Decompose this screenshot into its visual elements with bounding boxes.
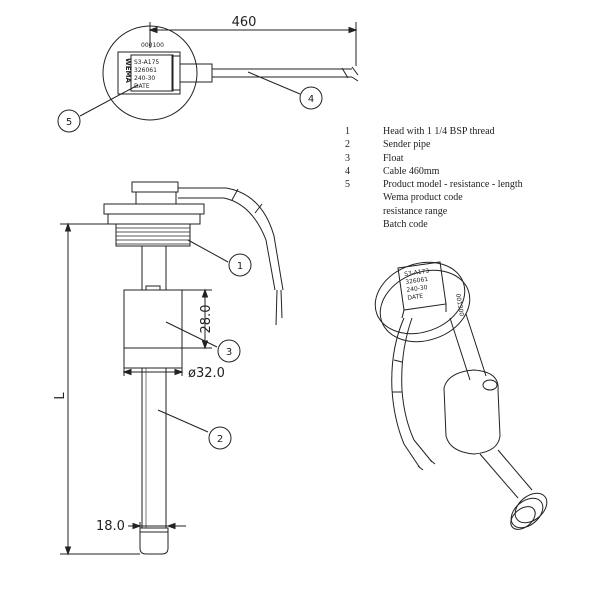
dim-cable-length: 460 [232, 15, 257, 30]
dim-float-height: 28.0 [199, 305, 214, 334]
dim-float-diameter: ø32.0 [188, 366, 225, 381]
float [123, 289, 183, 369]
iso-model-text: S3-A173 [404, 268, 430, 278]
callout-1-text: 1 [237, 261, 243, 272]
legend-num [345, 205, 383, 218]
legend-text: Sender pipe [383, 139, 431, 151]
callout-2 [208, 426, 232, 450]
iso-batch-text: DATE [407, 293, 424, 302]
legend-num [345, 191, 383, 204]
legend-row: Batch code [345, 218, 523, 231]
legend-row: 2 Sender pipe [345, 138, 523, 151]
legend-text: resistance range [383, 205, 448, 217]
callout-1 [228, 253, 252, 277]
legend-num: 3 [345, 152, 350, 164]
detail-brand-text: WEMA [124, 58, 132, 83]
side-view [60, 181, 284, 556]
callout-2-text: 2 [217, 434, 223, 445]
callout-4-detail [299, 86, 323, 110]
legend-num [345, 218, 383, 231]
iso-range-text: 240-30 [406, 284, 428, 294]
iso-side-text: 001300 [454, 293, 465, 317]
legend-num: 1 [345, 126, 350, 137]
legend-text: Wema product code [383, 192, 463, 204]
callout-3-text: 3 [226, 347, 232, 358]
legend-row: 5 Product model - resistance - length [345, 178, 523, 191]
legend-row: Wema product code [345, 191, 523, 204]
legend-text: Cable 460mm [383, 165, 440, 177]
legend-text: Head with 1 1/4 BSP thread [383, 126, 495, 137]
legend: 1 Head with 1 1/4 BSP thread 2 Sender pipe… [345, 125, 523, 231]
detail-model-text: S3-A175 [134, 59, 159, 66]
detail-batch-text: DATE [134, 83, 150, 90]
legend-row: 4 Cable 460mm [345, 165, 523, 178]
detail-view [57, 22, 359, 133]
iso-view [374, 261, 548, 530]
callout-4-text: 4 [308, 94, 314, 105]
legend-num: 4 [345, 165, 350, 177]
detail-range-text: 240-30 [134, 75, 155, 82]
dim-pipe-end: 18.0 [96, 519, 125, 534]
legend-text: Float [383, 152, 404, 164]
legend-text: Product model - resistance - length [383, 179, 523, 191]
iso-float [443, 369, 501, 455]
detail-label-box [130, 54, 174, 92]
callout-3 [217, 339, 241, 363]
legend-row: 1 Head with 1 1/4 BSP thread [345, 125, 523, 138]
dim-length: L [53, 392, 68, 400]
legend-text: Batch code [383, 219, 428, 231]
legend-row: 3 Float [345, 152, 523, 165]
legend-num: 5 [345, 179, 350, 191]
detail-cable-sleeve [179, 63, 213, 83]
thread [115, 223, 191, 247]
detail-top-text: 000100 [141, 42, 164, 49]
callout-5 [57, 109, 81, 133]
callout-5-text: 5 [66, 117, 72, 128]
legend-num: 2 [345, 139, 350, 151]
detail-code-text: 326061 [134, 67, 157, 74]
iso-code-text: 326061 [405, 276, 429, 286]
legend-row: resistance range [345, 205, 523, 218]
